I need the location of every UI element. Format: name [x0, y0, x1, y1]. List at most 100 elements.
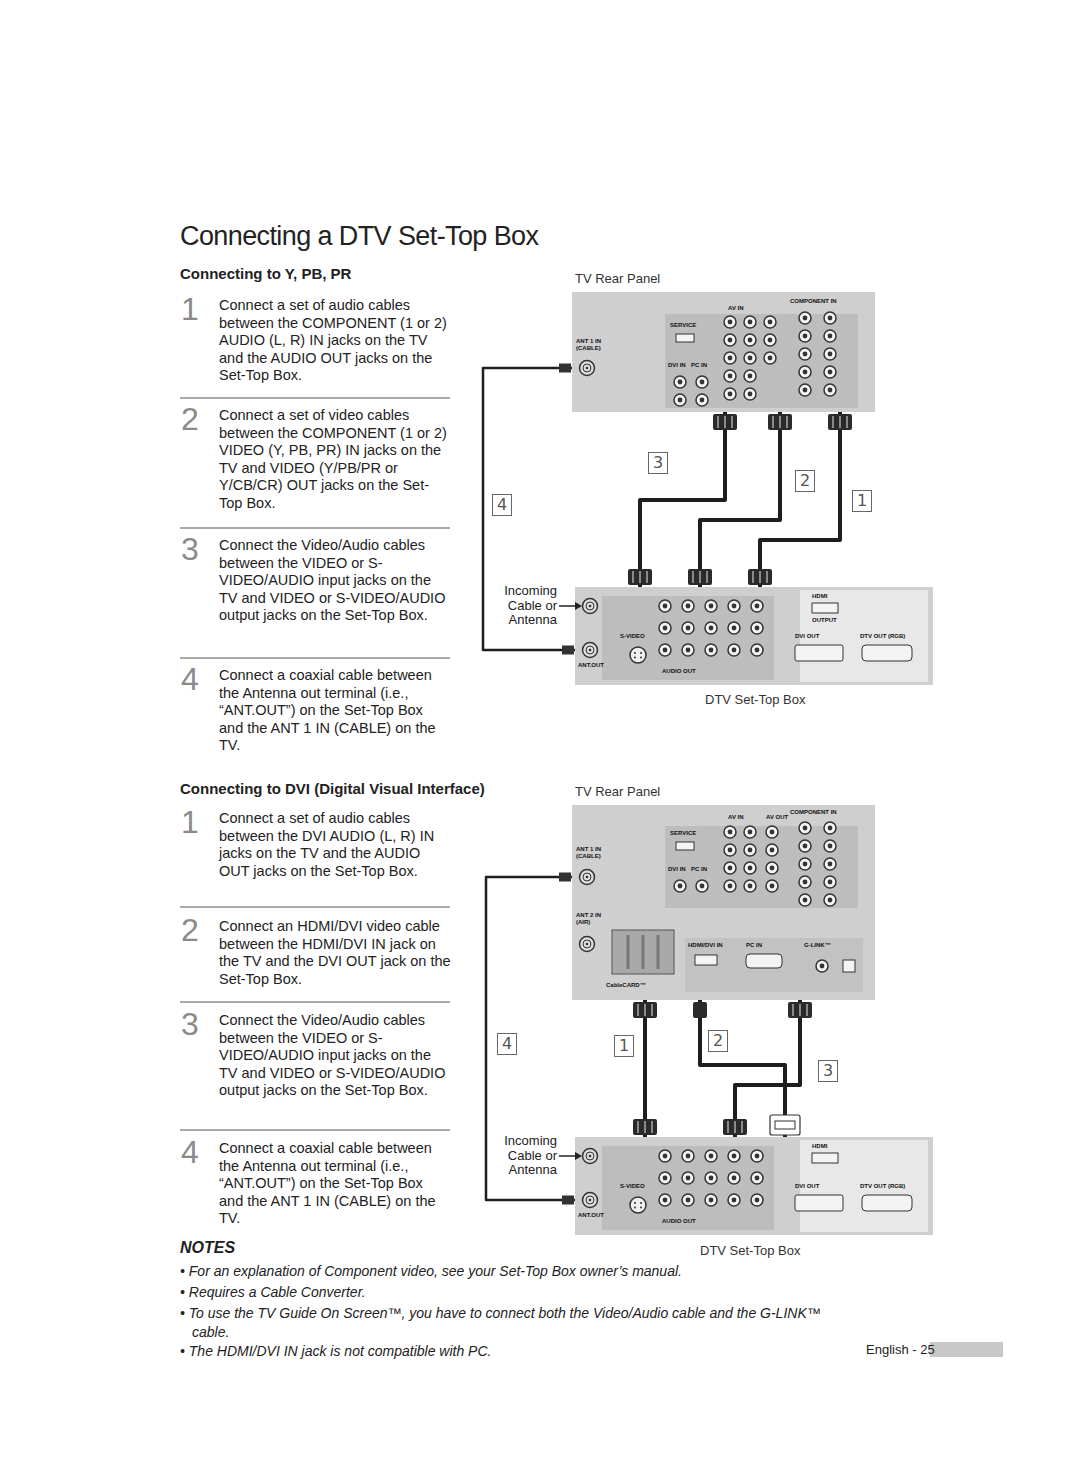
plug-ridge	[752, 571, 754, 583]
rca-jack	[799, 894, 811, 906]
plug-ridge	[741, 1121, 743, 1133]
panel-caption: TV Rear Panel	[575, 784, 660, 800]
jack-label: HDMI	[812, 1143, 852, 1150]
rca-jack	[659, 1194, 671, 1206]
rca-jack	[824, 840, 836, 852]
coax-jack	[583, 643, 598, 658]
panel-caption: DTV Set-Top Box	[705, 692, 805, 708]
rca-jack	[744, 352, 756, 364]
rca-jack	[724, 370, 736, 382]
callout-number: 2	[708, 1030, 728, 1052]
step-text: Connect a set of audio cables between th…	[219, 810, 451, 880]
rca-jack	[728, 622, 740, 634]
step-separator	[180, 528, 450, 529]
rca-jack	[751, 644, 763, 656]
jack-label: AUDIO OUT	[662, 668, 722, 675]
rca-jack	[764, 352, 776, 364]
coax-jack	[583, 1193, 598, 1208]
plug-ridge	[644, 1004, 646, 1016]
rca-jack	[799, 330, 811, 342]
panel-box: TV Rear Panel	[572, 292, 875, 412]
dvi-pins	[775, 1121, 795, 1129]
rca-jack	[824, 312, 836, 324]
callout-number: 3	[818, 1060, 838, 1082]
coax-plug	[562, 1196, 574, 1205]
rca-jack	[824, 330, 836, 342]
rca-jack	[751, 1194, 763, 1206]
jack-block	[602, 1146, 774, 1230]
rca-jack	[659, 1150, 671, 1162]
step-text: Connect the Video/Audio cables between t…	[219, 537, 451, 625]
jack-block	[685, 938, 863, 992]
notes-heading: NOTES	[180, 1238, 300, 1257]
step-number: 4	[181, 663, 215, 695]
rca-jack	[744, 388, 756, 400]
plug-ridge	[806, 1004, 808, 1016]
rca-jack	[696, 376, 708, 388]
cable-plug	[713, 414, 737, 430]
coax-jack	[583, 1149, 598, 1164]
rca-jack	[799, 348, 811, 360]
rca-jack	[799, 858, 811, 870]
rca-jack	[744, 862, 756, 874]
rca-jack	[751, 622, 763, 634]
rca-jack	[674, 394, 686, 406]
rca-jack	[696, 394, 708, 406]
jack-block	[665, 314, 858, 408]
rca-jack	[766, 880, 778, 892]
jack-label: S-VIDEO	[620, 633, 660, 640]
jack-label: S-VIDEO	[620, 1183, 660, 1190]
rca-jack	[705, 1172, 717, 1184]
rca-jack	[724, 880, 736, 892]
incoming-arrowhead	[575, 1152, 582, 1160]
cablecard-slot	[612, 930, 674, 974]
plug-ridge	[792, 1004, 794, 1016]
dvi-port	[795, 1195, 843, 1211]
step-number: 2	[181, 914, 215, 946]
rca-jack	[766, 826, 778, 838]
rca-jack	[799, 384, 811, 396]
plug-ridge	[786, 416, 788, 428]
rca-jack	[682, 1194, 694, 1206]
jack-label: DTV OUT (RGB)	[860, 633, 926, 640]
plug-ridge	[639, 571, 641, 583]
callout-number: 4	[492, 494, 512, 516]
rca-jack	[724, 388, 736, 400]
rca-jack	[705, 1150, 717, 1162]
jack-label: DVI OUT	[795, 633, 845, 640]
cable-plug	[628, 569, 652, 585]
rca-jack	[674, 880, 686, 892]
jack-label: AV OUT	[766, 814, 800, 821]
plug-ridge	[727, 1121, 729, 1133]
plug-ridge	[759, 571, 761, 583]
rca-jack	[728, 1172, 740, 1184]
rca-jack	[744, 370, 756, 382]
rca-jack	[799, 840, 811, 852]
rca-jack	[659, 600, 671, 612]
panel-ground	[572, 292, 875, 412]
rca-jack	[682, 622, 694, 634]
step-number: 1	[181, 806, 215, 838]
panel-box: TV Rear Panel	[572, 805, 875, 1000]
plug-ridge	[724, 416, 726, 428]
rca-jack	[682, 644, 694, 656]
cable-line	[760, 412, 840, 587]
slot-rib	[627, 935, 630, 969]
panel-caption: DTV Set-Top Box	[700, 1243, 800, 1259]
rca-jack	[705, 644, 717, 656]
callout-number: 2	[795, 470, 815, 492]
panel-ground	[572, 805, 875, 1000]
rca-jack	[696, 880, 708, 892]
coax-jack	[583, 599, 598, 614]
rca-jack	[682, 1150, 694, 1162]
cable-line	[643, 1000, 647, 1137]
rca-jack	[728, 1194, 740, 1206]
cable-connector	[483, 364, 575, 655]
jack-label: DVI IN	[668, 866, 690, 873]
rca-jack	[824, 366, 836, 378]
rca-jack	[724, 352, 736, 364]
vga-port	[746, 954, 782, 968]
cable-plug	[633, 1119, 657, 1135]
